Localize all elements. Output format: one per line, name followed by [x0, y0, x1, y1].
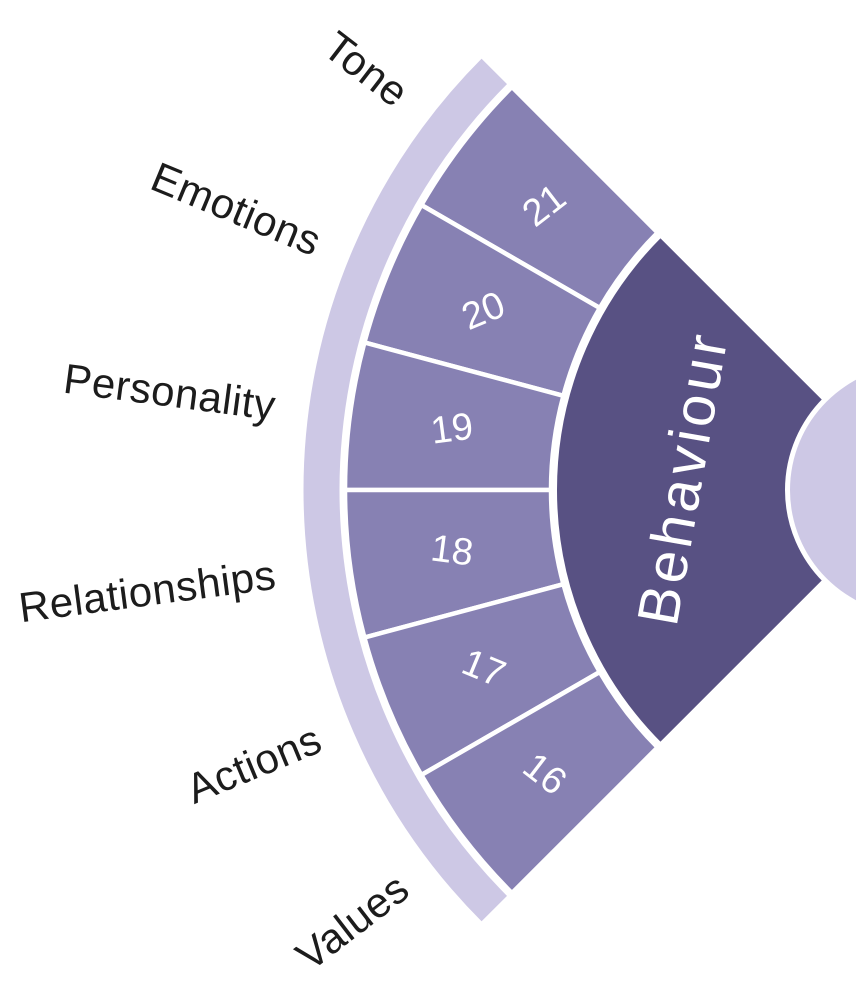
outer-band — [300, 54, 512, 926]
segment-16 — [419, 669, 660, 896]
center-hub — [790, 379, 856, 601]
category-label: Emotions — [145, 153, 328, 265]
segment-number: 18 — [428, 527, 475, 574]
category-label: Actions — [180, 715, 328, 812]
category-label: Values — [287, 864, 417, 979]
category-label: Tone — [315, 22, 417, 116]
segment-number: 19 — [428, 405, 475, 452]
category-label: Relationships — [16, 551, 279, 631]
category-label: Personality — [61, 355, 279, 429]
behaviour-wedge — [553, 233, 827, 747]
